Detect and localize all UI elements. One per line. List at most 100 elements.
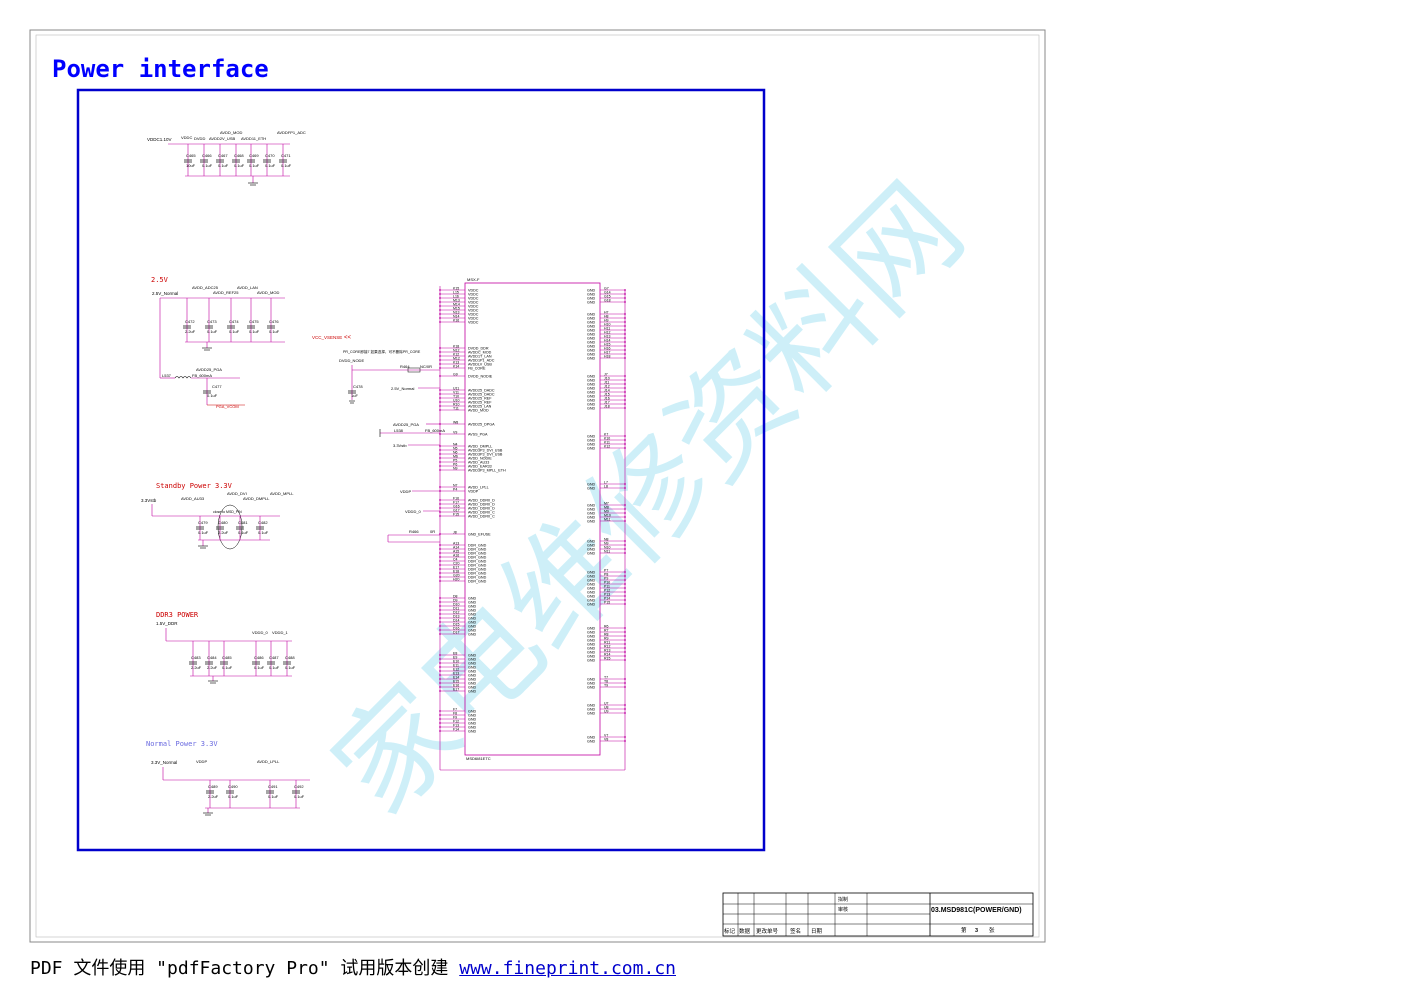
pin-number: A15 [453, 550, 459, 554]
cap-value: 2.2uF [185, 329, 196, 334]
cap-value: 0.1uF [269, 329, 280, 334]
footer-link[interactable]: www.fineprint.com.cn [459, 958, 676, 979]
pin-name: VDDC [468, 312, 479, 316]
pin-number: J15 [604, 393, 610, 397]
section-2v5: 2.5V 2.5V_Normal AVDD_ADC25 AVDD_REF25 A… [151, 276, 285, 409]
pin-number: G9 [453, 373, 458, 377]
net-note: PGA_VCOM [216, 404, 239, 409]
cap-ref: C474 [229, 319, 239, 324]
pin-name: AVDD_MOD [468, 408, 489, 412]
pin-number: E9 [453, 656, 457, 660]
pin-number: G20 [453, 574, 460, 578]
pin-number: G18 [604, 299, 611, 303]
pin-number: D10 [453, 603, 459, 607]
pin-name: GND [587, 574, 596, 578]
pin-number: E11 [453, 664, 459, 668]
inductor-ref: L538 [394, 428, 404, 433]
pin-number: R9 [604, 637, 609, 641]
page-title: Power interface [52, 55, 269, 83]
cap-ref: C465 [186, 153, 196, 158]
net-label: DVDD_NODE [339, 358, 364, 363]
pin-name: GND [587, 296, 596, 300]
pin-name: GND [468, 620, 477, 624]
pin-number: P9 [604, 577, 608, 581]
pin-number: N9 [453, 467, 458, 471]
pin-number: K14 [453, 365, 459, 369]
pin-name: GND [468, 725, 477, 729]
pin-number: J18 [604, 405, 610, 409]
tb-header-mark: 标记 [724, 927, 736, 935]
pin-name: GND [587, 356, 596, 360]
rail-label: 1.5V_DDR [156, 621, 178, 626]
pin-name: GND [468, 677, 477, 681]
net-label: AVDD11_ETH [241, 136, 266, 141]
pin-name: GND [587, 316, 596, 320]
pin-name: VDDC [468, 304, 479, 308]
pin-number: C4 [453, 558, 458, 562]
pin-name: GND [468, 689, 477, 693]
pin-name: GND [587, 442, 596, 446]
cap-value: 0.1uF [268, 794, 279, 799]
section-title: 2.5V [151, 276, 169, 284]
cap-ref: C475 [249, 319, 259, 324]
net-label: AVDD2V_USB [209, 136, 235, 141]
ic-pin-right: GND G18 [587, 299, 626, 304]
pin-name: VDDC [468, 320, 479, 324]
pin-name: GND [587, 630, 596, 634]
pin-name: GND [587, 650, 596, 654]
pin-name: GND [587, 547, 596, 551]
pin-name: VDDC [468, 296, 479, 300]
pin-number: V9 [453, 431, 457, 435]
signal-arrows: << [344, 335, 352, 341]
cap-ref: C482 [258, 520, 268, 525]
inductor-value: FB_600mA [192, 373, 212, 378]
pin-name: GND [468, 669, 477, 673]
pin-name: GND [587, 578, 596, 582]
pin-number: H8 [604, 315, 609, 319]
pin-number: R8 [604, 633, 609, 637]
cap-ref: C485 [222, 655, 232, 660]
pin-name: GND [587, 638, 596, 642]
tb-doc-title: 03.MSD981C(POWER/GND) [931, 907, 1022, 914]
pin-number: P7 [604, 569, 608, 573]
pin-name: GND [587, 434, 596, 438]
cap-value: 0.1uF [228, 794, 239, 799]
pin-number: R14 [604, 653, 610, 657]
net-label: VDDD_0 [405, 509, 422, 514]
pin-number: H7 [604, 311, 609, 315]
pin-number: P14 [604, 597, 610, 601]
pin-name: GND [587, 582, 596, 586]
pin-number: H13 [604, 335, 610, 339]
ground-symbol [198, 540, 208, 549]
pin-name: GND [587, 586, 596, 590]
pin-name: GND [468, 717, 477, 721]
